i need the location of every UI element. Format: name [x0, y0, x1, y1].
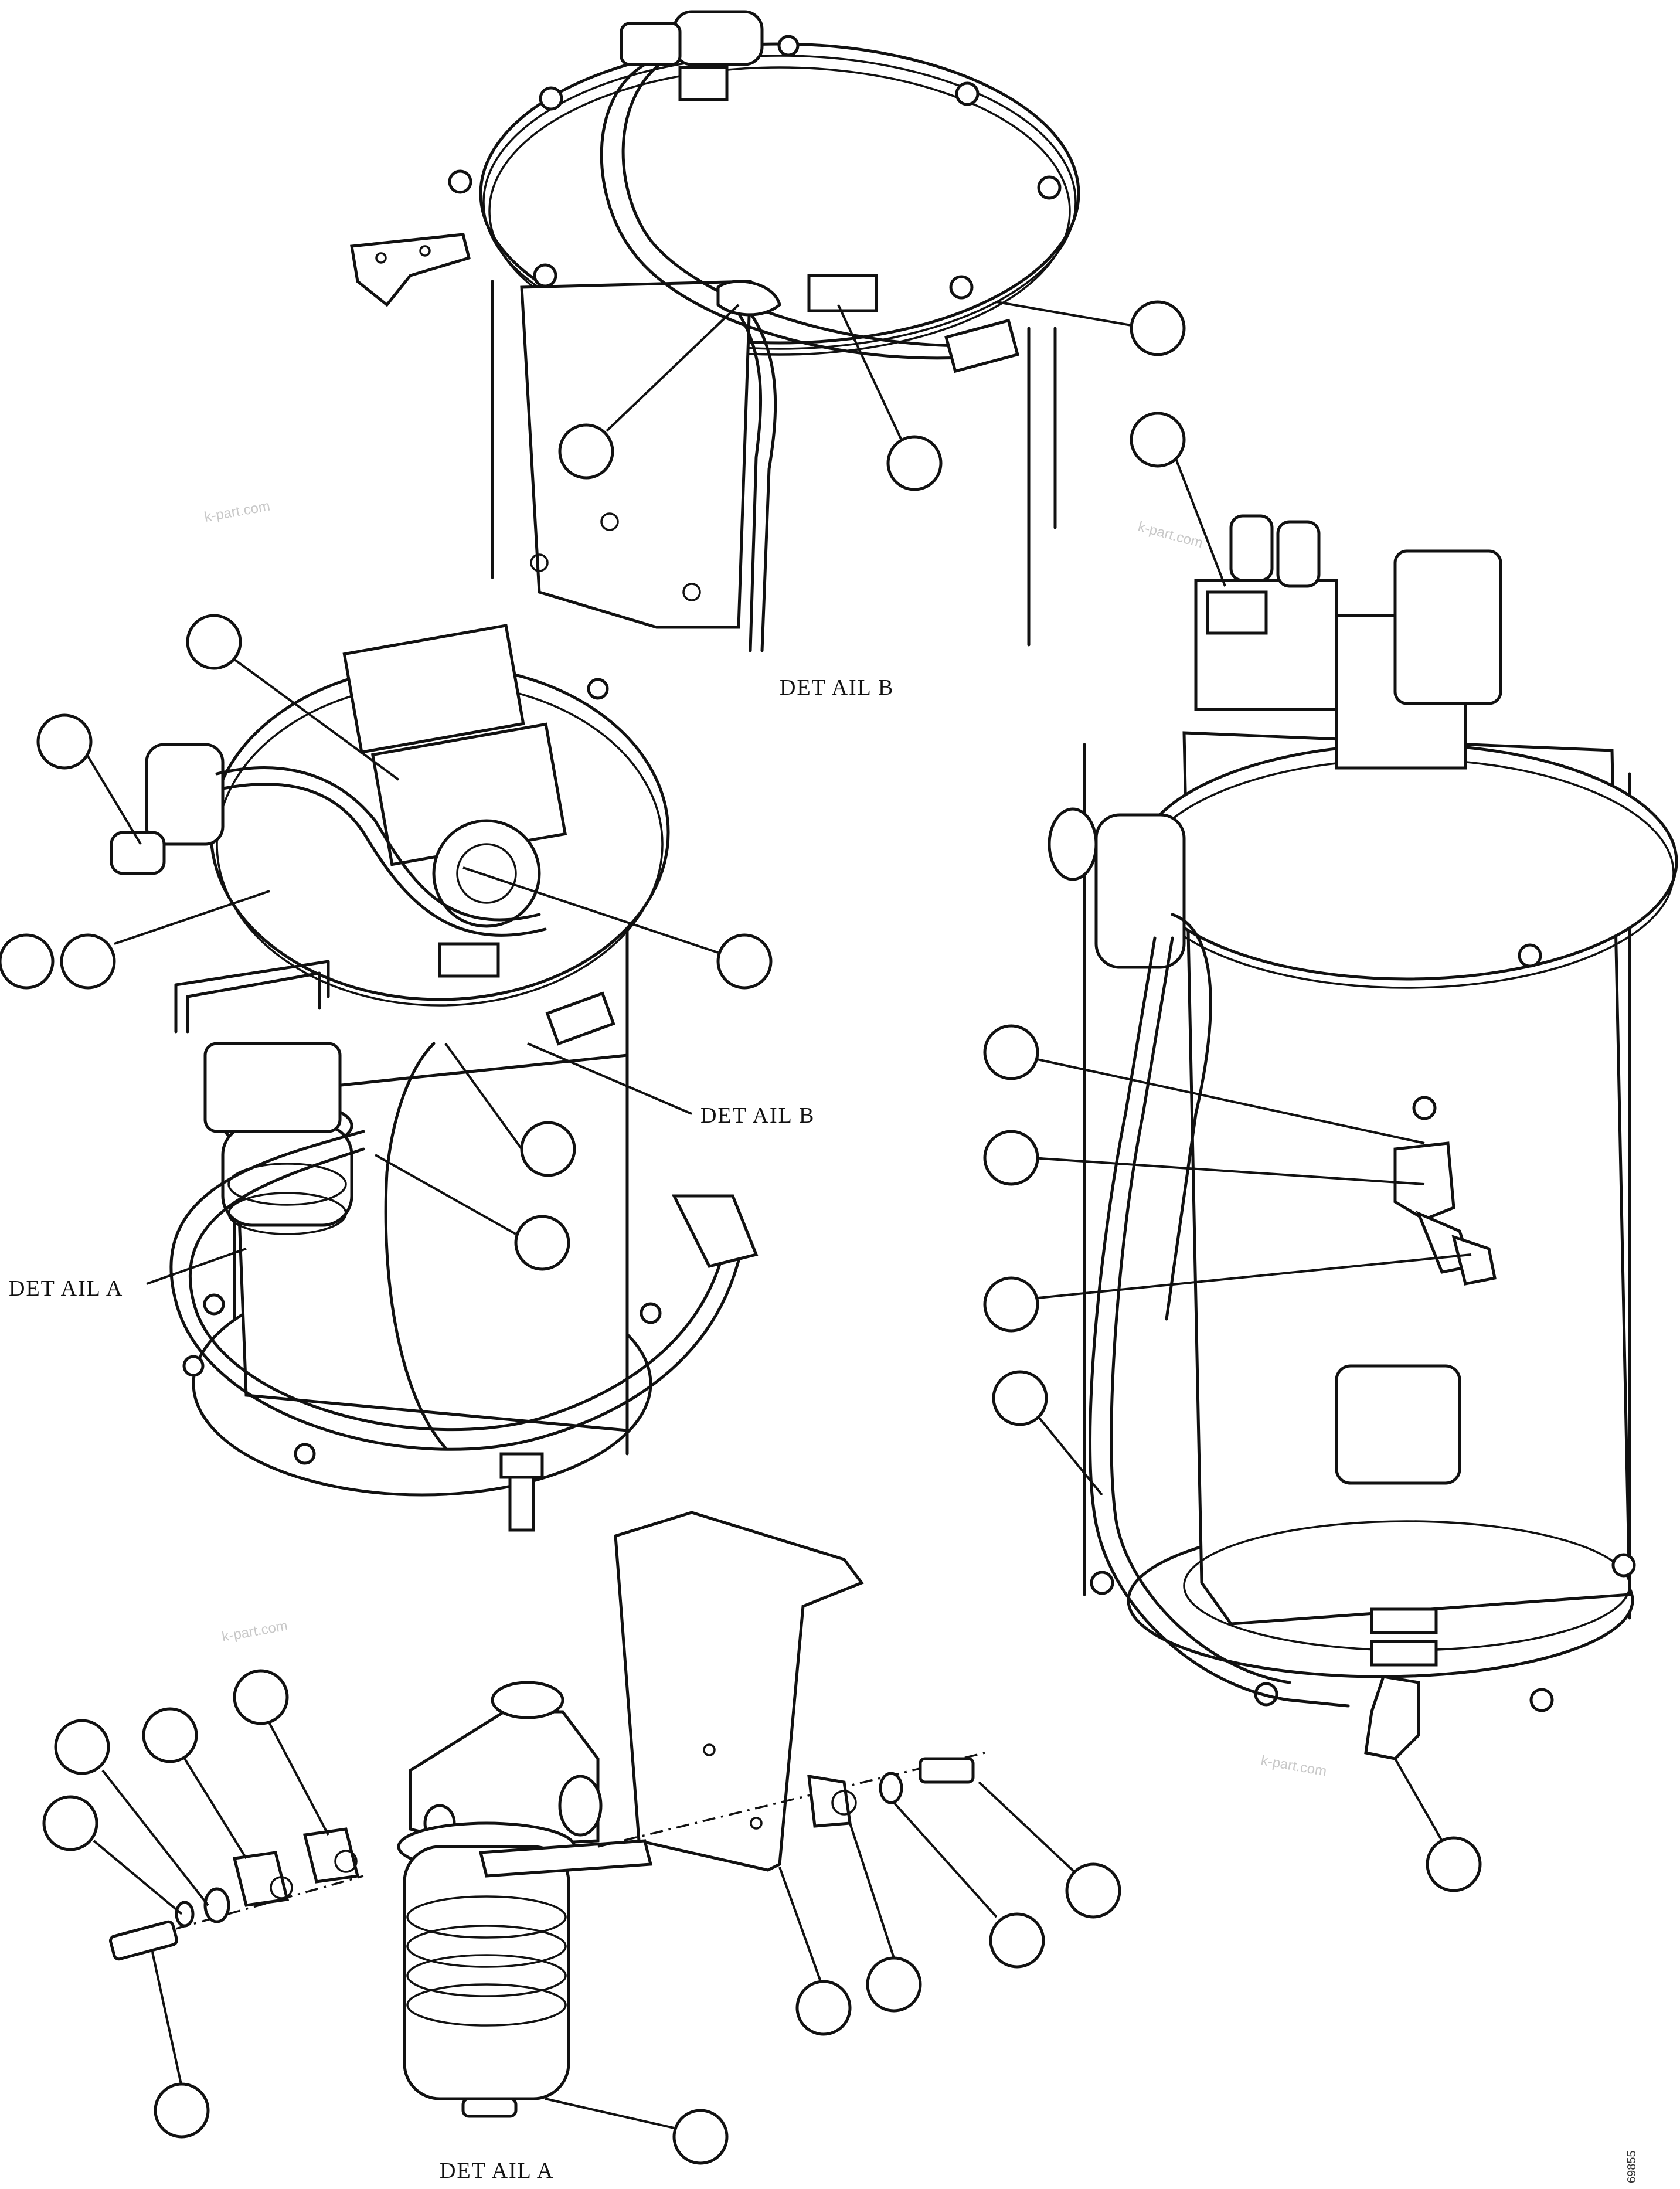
callout-bubble [1065, 1862, 1121, 1919]
detail-a-title: DET AIL A [440, 2159, 554, 2183]
callout-bubble [186, 614, 242, 670]
callout-bubble [514, 1215, 570, 1271]
callout-bubble [672, 2109, 729, 2165]
callout-bubble [992, 1370, 1048, 1426]
control-box [342, 624, 525, 754]
drain-elbow [1364, 1675, 1420, 1760]
watermark: k-part.com [220, 1618, 288, 1645]
callout-bubble [983, 1130, 1039, 1186]
pipe-fitting [1393, 1141, 1455, 1221]
callout-bubble [520, 1121, 576, 1177]
p-clamp [232, 1851, 290, 1907]
callout-bubble [1130, 300, 1186, 356]
tank-lid [1135, 743, 1678, 981]
mounting-bracket [350, 233, 471, 307]
valve-rotor [432, 819, 541, 928]
callout-bubble [142, 1707, 198, 1763]
p-clamp [807, 1774, 852, 1828]
wire-connector [678, 66, 729, 101]
callouts-detail-a [42, 1669, 1121, 2165]
callout-bubble [866, 1956, 922, 2013]
washer [203, 1887, 230, 1923]
detail-a-leader-label: DET AIL A [9, 1276, 123, 1301]
hose-fitting [671, 1194, 759, 1268]
watermark: k-part.com [1260, 1752, 1328, 1779]
watermark: k-part.com [203, 498, 271, 525]
solenoid-actuator [1393, 549, 1502, 705]
detail-b-view: DET AIL B [350, 10, 1186, 700]
detail-b-title: DET AIL B [780, 675, 894, 700]
bolt [108, 1920, 179, 1961]
wire-connector [438, 942, 500, 978]
callout-bubble [1426, 1836, 1482, 1892]
callout-bubble [1130, 412, 1186, 468]
callout-bubble [983, 1276, 1039, 1333]
solenoid-valve [672, 10, 764, 66]
callout-bubble [36, 713, 93, 770]
callout-bubble [886, 435, 943, 491]
lock-washer [175, 1901, 195, 1928]
side-plate [520, 280, 752, 629]
wire-connector [545, 991, 615, 1046]
reference-number: 69855 [1625, 2150, 1638, 2183]
detail-a-view: DET AIL A [42, 1511, 1121, 2183]
wire-connector [807, 274, 878, 312]
left-tank-view: DET AIL B DET AIL A [0, 614, 815, 1532]
solenoid-valve [145, 743, 225, 846]
wire-connector [944, 318, 1019, 373]
callout-bubble [0, 933, 55, 990]
bolt [919, 1757, 975, 1784]
callout-bubble [716, 933, 773, 990]
washer [879, 1772, 903, 1804]
callout-bubble [154, 2082, 210, 2139]
valve-label [1206, 590, 1268, 635]
callouts-detail-b [558, 300, 1186, 491]
tank-label-plate [1335, 1364, 1461, 1485]
right-tank-view [983, 412, 1678, 1892]
callout-bubble [983, 1024, 1039, 1080]
detail-b-leader-label: DET AIL B [700, 1103, 815, 1128]
filter-head [203, 1042, 342, 1133]
callout-bubble [989, 1912, 1045, 1969]
callout-bubble [233, 1669, 289, 1725]
callouts-left-view [0, 614, 773, 1285]
callout-bubble [42, 1795, 98, 1851]
filter-canister [1094, 813, 1186, 969]
watermark: k-part.com [1136, 519, 1204, 551]
lid-bolts [448, 35, 1062, 300]
callout-bubble [60, 933, 116, 990]
callout-bubble [54, 1719, 110, 1775]
filter-canister [403, 1845, 570, 2100]
callouts-right-view [983, 412, 1482, 1892]
callout-bubble [795, 1980, 852, 2036]
callout-bubble [558, 423, 614, 480]
filter-bracket [614, 1511, 864, 1872]
p-clamp [302, 1827, 360, 1884]
